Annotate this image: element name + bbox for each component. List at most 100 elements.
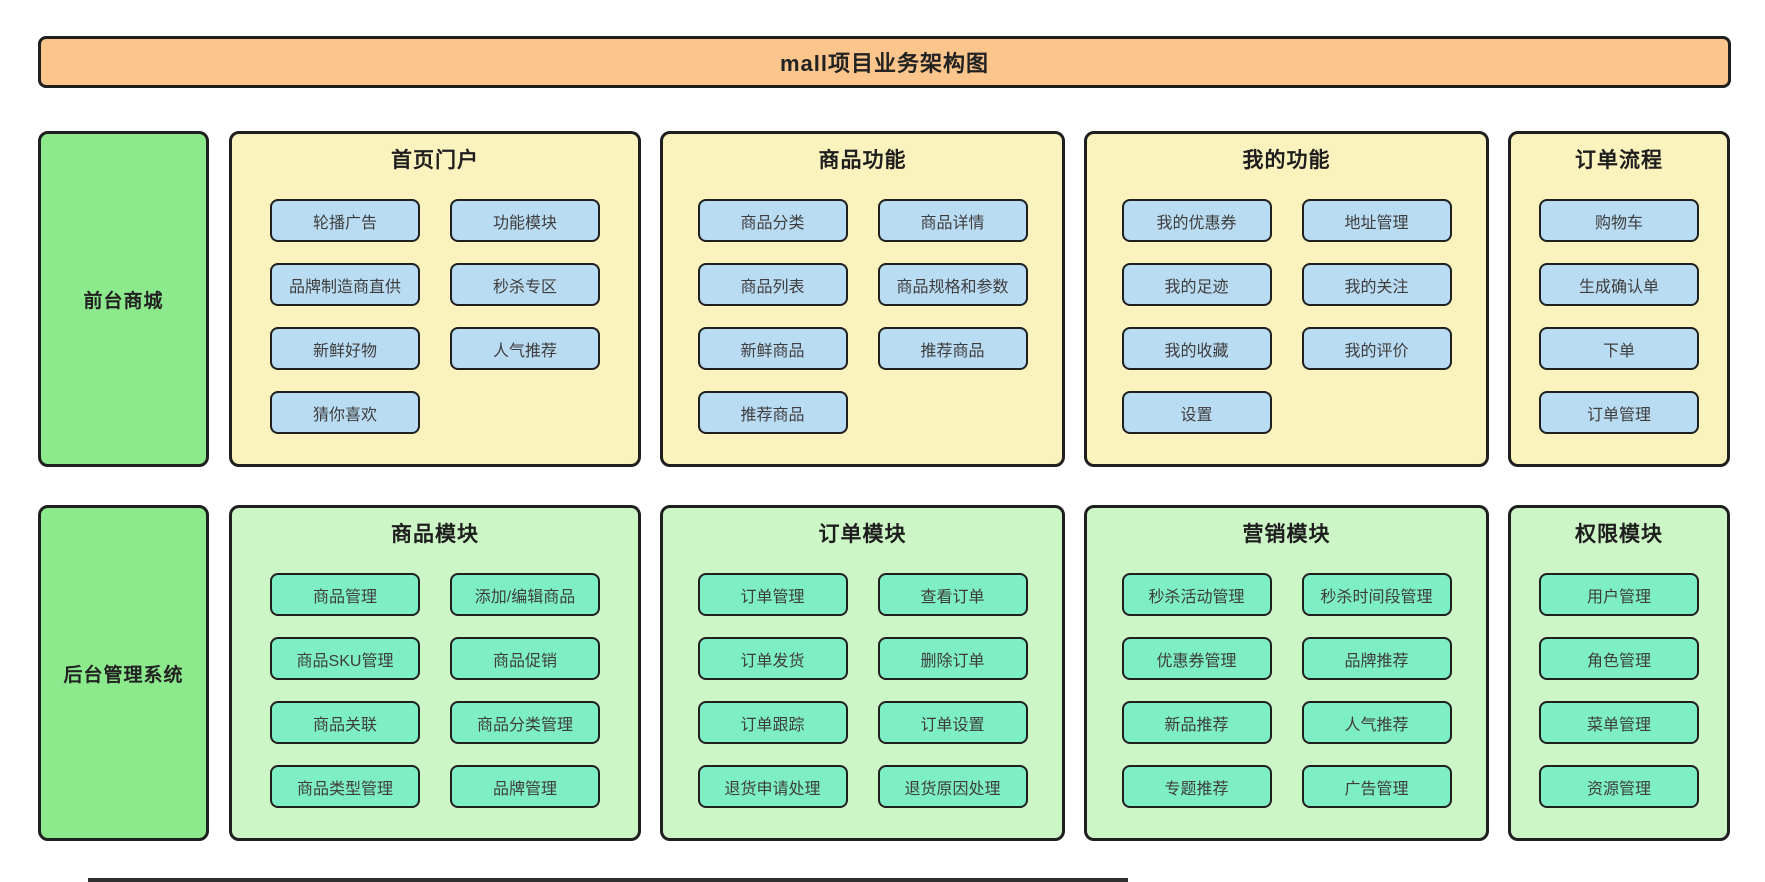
node-button: 商品促销 bbox=[450, 637, 600, 680]
module-panel: 商品模块 商品管理商品SKU管理商品关联商品类型管理添加/编辑商品商品促销商品分… bbox=[229, 505, 641, 841]
node-button: 人气推荐 bbox=[1301, 701, 1452, 744]
node-button: 商品类型管理 bbox=[270, 765, 420, 808]
node-button: 我的评价 bbox=[1301, 327, 1452, 370]
diagram-row: 后台管理系统 商品模块 商品管理商品SKU管理商品关联商品类型管理添加/编辑商品… bbox=[38, 505, 1731, 841]
node-button: 我的优惠券 bbox=[1121, 199, 1272, 242]
node-button: 商品管理 bbox=[270, 573, 420, 616]
node-button: 轮播广告 bbox=[270, 199, 420, 242]
row-panels: 商品模块 商品管理商品SKU管理商品关联商品类型管理添加/编辑商品商品促销商品分… bbox=[229, 505, 1730, 841]
row-sidebar-label: 后台管理系统 bbox=[63, 664, 184, 686]
node-button: 订单设置 bbox=[877, 701, 1028, 744]
node-button: 商品分类 bbox=[697, 199, 848, 242]
node-button: 新鲜好物 bbox=[270, 327, 420, 370]
node-button: 商品关联 bbox=[270, 701, 420, 744]
node-button: 订单管理 bbox=[1539, 391, 1699, 434]
button-column: 商品分类商品列表新鲜商品推荐商品 bbox=[697, 199, 848, 434]
button-column: 购物车生成确认单下单订单管理 bbox=[1539, 199, 1699, 434]
button-column: 商品详情商品规格和参数推荐商品 bbox=[877, 199, 1028, 434]
row-sidebar: 前台商城 bbox=[38, 131, 209, 467]
module-panel: 订单流程 购物车生成确认单下单订单管理 bbox=[1508, 131, 1730, 467]
node-button: 添加/编辑商品 bbox=[450, 573, 600, 616]
node-button: 订单管理 bbox=[697, 573, 848, 616]
node-button: 用户管理 bbox=[1539, 573, 1699, 616]
node-button: 订单发货 bbox=[697, 637, 848, 680]
button-column: 查看订单删除订单订单设置退货原因处理 bbox=[877, 573, 1028, 808]
panel-title: 商品功能 bbox=[818, 149, 907, 172]
button-column: 功能模块秒杀专区人气推荐 bbox=[450, 199, 600, 434]
node-button: 人气推荐 bbox=[450, 327, 600, 370]
node-button: 专题推荐 bbox=[1121, 765, 1272, 808]
node-button: 生成确认单 bbox=[1539, 263, 1699, 306]
node-button: 品牌制造商直供 bbox=[270, 263, 420, 306]
node-button: 秒杀活动管理 bbox=[1121, 573, 1272, 616]
node-button: 地址管理 bbox=[1301, 199, 1452, 242]
button-column: 轮播广告品牌制造商直供新鲜好物猜你喜欢 bbox=[270, 199, 420, 434]
panel-columns: 订单管理订单发货订单跟踪退货申请处理查看订单删除订单订单设置退货原因处理 bbox=[697, 573, 1028, 808]
module-panel: 订单模块 订单管理订单发货订单跟踪退货申请处理查看订单删除订单订单设置退货原因处… bbox=[660, 505, 1065, 841]
panel-title: 营销模块 bbox=[1242, 523, 1331, 546]
node-button: 订单跟踪 bbox=[697, 701, 848, 744]
button-column: 秒杀活动管理优惠券管理新品推荐专题推荐 bbox=[1121, 573, 1272, 808]
node-button: 秒杀时间段管理 bbox=[1301, 573, 1452, 616]
module-panel: 我的功能 我的优惠券我的足迹我的收藏设置地址管理我的关注我的评价 bbox=[1084, 131, 1489, 467]
row-sidebar-label: 前台商城 bbox=[83, 290, 164, 312]
node-button: 商品分类管理 bbox=[450, 701, 600, 744]
node-button: 资源管理 bbox=[1539, 765, 1699, 808]
node-button: 优惠券管理 bbox=[1121, 637, 1272, 680]
panel-title: 订单流程 bbox=[1575, 149, 1663, 172]
node-button: 退货申请处理 bbox=[697, 765, 848, 808]
node-button: 猜你喜欢 bbox=[270, 391, 420, 434]
diagram-title-bar: mall项目业务架构图 bbox=[38, 36, 1731, 88]
node-button: 下单 bbox=[1539, 327, 1699, 370]
row-sidebar: 后台管理系统 bbox=[38, 505, 209, 841]
node-button: 功能模块 bbox=[450, 199, 600, 242]
module-panel: 营销模块 秒杀活动管理优惠券管理新品推荐专题推荐秒杀时间段管理品牌推荐人气推荐广… bbox=[1084, 505, 1489, 841]
node-button: 设置 bbox=[1121, 391, 1272, 434]
node-button: 退货原因处理 bbox=[877, 765, 1028, 808]
diagram-title: mall项目业务架构图 bbox=[779, 51, 990, 76]
node-button: 我的收藏 bbox=[1121, 327, 1272, 370]
panel-columns: 我的优惠券我的足迹我的收藏设置地址管理我的关注我的评价 bbox=[1121, 199, 1452, 434]
node-button: 我的关注 bbox=[1301, 263, 1452, 306]
panel-columns: 轮播广告品牌制造商直供新鲜好物猜你喜欢功能模块秒杀专区人气推荐 bbox=[270, 199, 600, 434]
module-panel: 首页门户 轮播广告品牌制造商直供新鲜好物猜你喜欢功能模块秒杀专区人气推荐 bbox=[229, 131, 641, 467]
panel-columns: 购物车生成确认单下单订单管理 bbox=[1539, 199, 1699, 434]
node-button: 新品推荐 bbox=[1121, 701, 1272, 744]
button-column: 添加/编辑商品商品促销商品分类管理品牌管理 bbox=[450, 573, 600, 808]
panel-columns: 商品管理商品SKU管理商品关联商品类型管理添加/编辑商品商品促销商品分类管理品牌… bbox=[270, 573, 600, 808]
node-button: 角色管理 bbox=[1539, 637, 1699, 680]
node-button: 删除订单 bbox=[877, 637, 1028, 680]
bottom-edge-artifact bbox=[88, 878, 1128, 882]
node-button: 商品详情 bbox=[877, 199, 1028, 242]
node-button: 秒杀专区 bbox=[450, 263, 600, 306]
diagram-row: 前台商城 首页门户 轮播广告品牌制造商直供新鲜好物猜你喜欢功能模块秒杀专区人气推… bbox=[38, 131, 1731, 467]
node-button: 品牌管理 bbox=[450, 765, 600, 808]
panel-title: 我的功能 bbox=[1242, 149, 1331, 172]
node-button: 查看订单 bbox=[877, 573, 1028, 616]
button-column: 用户管理角色管理菜单管理资源管理 bbox=[1539, 573, 1699, 808]
button-column: 秒杀时间段管理品牌推荐人气推荐广告管理 bbox=[1301, 573, 1452, 808]
node-button: 商品规格和参数 bbox=[877, 263, 1028, 306]
button-column: 商品管理商品SKU管理商品关联商品类型管理 bbox=[270, 573, 420, 808]
panel-columns: 商品分类商品列表新鲜商品推荐商品商品详情商品规格和参数推荐商品 bbox=[697, 199, 1028, 434]
button-column: 地址管理我的关注我的评价 bbox=[1301, 199, 1452, 434]
panel-title: 商品模块 bbox=[391, 523, 479, 546]
row-panels: 首页门户 轮播广告品牌制造商直供新鲜好物猜你喜欢功能模块秒杀专区人气推荐 商品功… bbox=[229, 131, 1730, 467]
button-column: 我的优惠券我的足迹我的收藏设置 bbox=[1121, 199, 1272, 434]
node-button: 商品列表 bbox=[697, 263, 848, 306]
panel-columns: 秒杀活动管理优惠券管理新品推荐专题推荐秒杀时间段管理品牌推荐人气推荐广告管理 bbox=[1121, 573, 1452, 808]
module-panel: 商品功能 商品分类商品列表新鲜商品推荐商品商品详情商品规格和参数推荐商品 bbox=[660, 131, 1065, 467]
diagram-rows: 前台商城 首页门户 轮播广告品牌制造商直供新鲜好物猜你喜欢功能模块秒杀专区人气推… bbox=[38, 131, 1731, 841]
node-button: 商品SKU管理 bbox=[270, 637, 420, 680]
node-button: 广告管理 bbox=[1301, 765, 1452, 808]
node-button: 新鲜商品 bbox=[697, 327, 848, 370]
node-button: 购物车 bbox=[1539, 199, 1699, 242]
module-panel: 权限模块 用户管理角色管理菜单管理资源管理 bbox=[1508, 505, 1730, 841]
node-button: 品牌推荐 bbox=[1301, 637, 1452, 680]
node-button: 推荐商品 bbox=[877, 327, 1028, 370]
node-button: 推荐商品 bbox=[697, 391, 848, 434]
panel-title: 首页门户 bbox=[391, 149, 479, 172]
panel-title: 订单模块 bbox=[818, 523, 907, 546]
panel-columns: 用户管理角色管理菜单管理资源管理 bbox=[1539, 573, 1699, 808]
